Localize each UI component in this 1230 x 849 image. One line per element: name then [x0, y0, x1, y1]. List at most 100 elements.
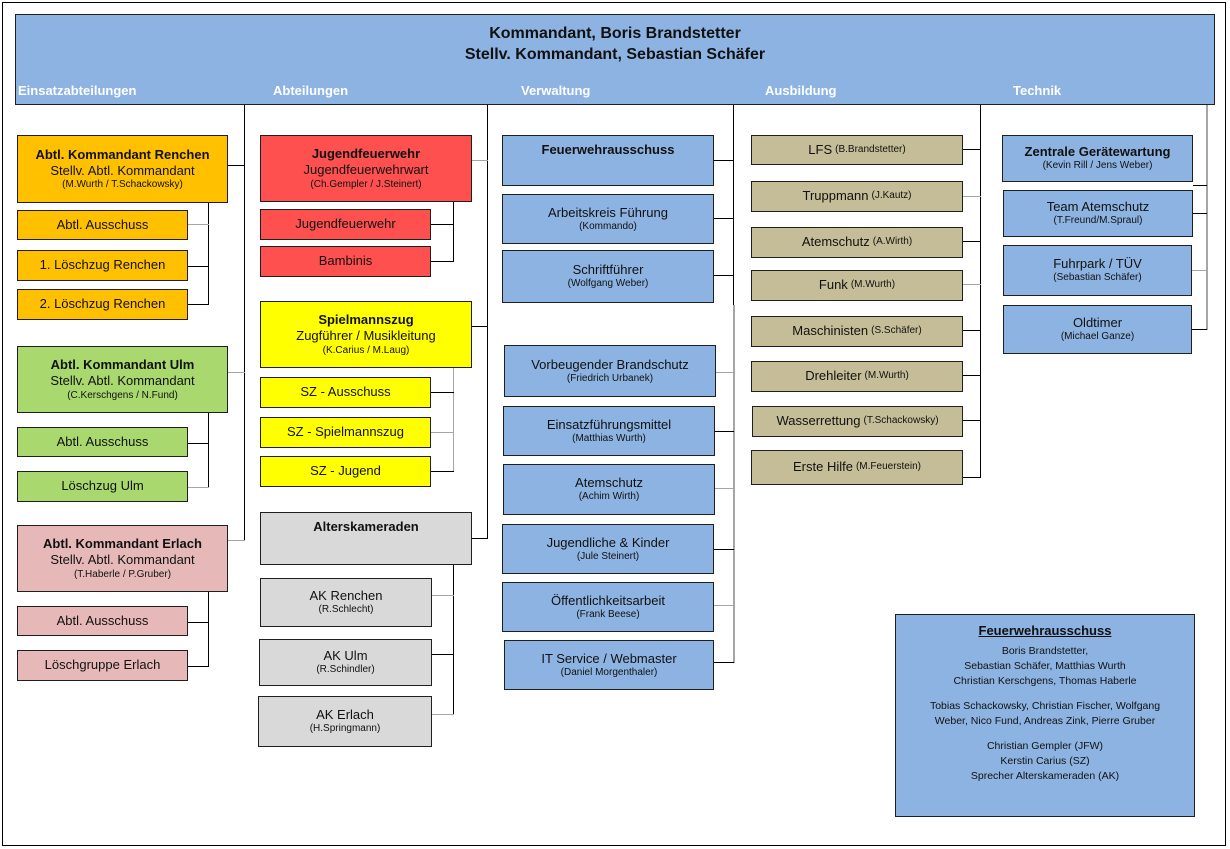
technik-box[interactable]: Fuhrpark / TÜV (Sebastian Schäfer) [1003, 245, 1192, 296]
sz-sub-box[interactable]: SZ - Spielmannszug [260, 417, 431, 448]
ausbildung-person: (M.Wurth) [864, 370, 909, 382]
ak-sub-box[interactable]: AK Erlach (H.Springmann) [258, 696, 432, 747]
ak-sub-box[interactable]: AK Ulm (R.Schindler) [259, 639, 432, 686]
connector-line [453, 368, 454, 472]
connector-line [432, 654, 454, 655]
connector-line [963, 330, 981, 331]
connector-line [1206, 105, 1208, 330]
erlach-commander-box[interactable]: Abtl. Kommandant Erlach Stellv. Abtl. Ko… [17, 525, 228, 592]
renchen-sub-box[interactable]: 2. Löschzug Renchen [17, 289, 188, 320]
verwaltung-person: (Achim Wirth) [578, 491, 640, 503]
connector-line [487, 105, 488, 539]
connector-line [188, 266, 209, 267]
verwaltung-name: Jugendliche & Kinder [546, 534, 670, 550]
verwaltung-box[interactable]: Öffentlichkeitsarbeit (Frank Beese) [502, 582, 714, 632]
legend-line: Tobias Schackowsky, Christian Fischer, W… [929, 700, 1161, 712]
verwaltung-box[interactable]: IT Service / Webmaster (Daniel Morgentha… [504, 640, 714, 690]
ak-head-box[interactable]: Alterskameraden [260, 512, 472, 565]
sz-sub-box[interactable]: SZ - Jugend [260, 456, 431, 487]
ausbildung-box[interactable]: Erste Hilfe(M.Feuerstein) [751, 450, 963, 485]
renchen-sub-box[interactable]: Abtl. Ausschuss [17, 210, 188, 240]
connector-line [188, 487, 209, 488]
connector-line [208, 203, 209, 304]
connector-line [431, 471, 454, 472]
connector-line [453, 202, 454, 262]
connector-line [714, 549, 734, 550]
connector-line [1193, 213, 1207, 214]
verwaltung-box[interactable]: Arbeitskreis Führung (Kommando) [502, 194, 714, 244]
connector-line [432, 714, 454, 715]
technik-person: (Sebastian Schäfer) [1053, 272, 1142, 284]
verwaltung-name: Einsatzführungsmittel [546, 416, 672, 432]
ak-title: Alterskameraden [313, 519, 419, 534]
ulm-sub-box[interactable]: Löschzug Ulm [17, 471, 188, 502]
verwaltung-box-feuerwehrausschuss[interactable]: Feuerwehrausschuss [502, 135, 714, 186]
ak-sub-box[interactable]: AK Renchen (R.Schlecht) [260, 578, 432, 627]
ausbildung-box[interactable]: Truppmann(J.Kautz) [751, 181, 963, 212]
verwaltung-box[interactable]: Vorbeugender Brandschutz (Friedrich Urba… [504, 345, 716, 397]
connector-line [714, 160, 734, 161]
ulm-sub-box[interactable]: Abtl. Ausschuss [17, 427, 188, 457]
legend-line: Christian Kerschgens, Thomas Haberle [953, 675, 1137, 687]
ulm-role: Stellv. Abtl. Kommandant [50, 373, 195, 389]
verwaltung-person: (Wolfgang Weber) [567, 278, 649, 290]
connector-line [208, 413, 209, 488]
connector-line [431, 224, 454, 225]
verwaltung-name: Öffentlichkeitsarbeit [551, 592, 665, 608]
ausbildung-box[interactable]: Maschinisten(S.Schäfer) [751, 316, 963, 347]
renchen-sub-box[interactable]: 1. Löschzug Renchen [17, 250, 188, 281]
legend-line: Weber, Nico Fund, Andreas Zink, Pierre G… [934, 715, 1156, 727]
technik-name: Team Atemschutz [1046, 199, 1150, 215]
sz-role: Zugführer / Musikleitung [296, 328, 436, 344]
jfw-role: Jugendfeuerwehrwart [303, 162, 429, 178]
connector-line [714, 275, 734, 276]
connector-line [188, 304, 209, 305]
ausbildung-name: Atemschutz [801, 234, 870, 250]
column-ausbildung: Ausbildung [765, 83, 837, 98]
connector-line [472, 326, 488, 327]
ausbildung-box[interactable]: Funk(M.Wurth) [751, 270, 963, 301]
technik-name: Zentrale Gerätewartung [1024, 144, 1171, 160]
technik-box[interactable]: Zentrale Gerätewartung (Kevin Rill / Jen… [1002, 135, 1193, 182]
ak-sub-person: (R.Schindler) [316, 664, 375, 676]
sz-sub-box[interactable]: SZ - Ausschuss [260, 377, 431, 408]
column-abteilungen: Abteilungen [273, 83, 349, 98]
technik-box[interactable]: Team Atemschutz (T.Freund/M.Spraul) [1003, 190, 1193, 237]
connector-line [472, 160, 488, 161]
jfw-sub-box[interactable]: Bambinis [260, 246, 431, 277]
legend-line: Kerstin Carius (SZ) [1000, 755, 1090, 767]
verwaltung-box[interactable]: Atemschutz (Achim Wirth) [503, 464, 715, 515]
erlach-role: Stellv. Abtl. Kommandant [50, 552, 195, 568]
sz-names: (K.Carius / M.Laug) [322, 344, 410, 356]
sz-head-box[interactable]: Spielmannszug Zugführer / Musikleitung (… [260, 301, 472, 368]
verwaltung-person: (Frank Beese) [576, 608, 640, 620]
connector-line [1193, 185, 1207, 186]
verwaltung-box[interactable]: Jugendliche & Kinder (Jule Steinert) [502, 524, 714, 574]
ausbildung-box[interactable]: Wasserrettung(T.Schackowsky) [752, 406, 963, 437]
erlach-sub-box[interactable]: Abtl. Ausschuss [17, 606, 188, 636]
connector-line [208, 592, 209, 667]
technik-person: (Kevin Rill / Jens Weber) [1042, 160, 1153, 172]
erlach-sub-box[interactable]: Löschgruppe Erlach [17, 650, 188, 681]
ausbildung-box[interactable]: Drehleiter(M.Wurth) [751, 361, 963, 392]
renchen-commander-box[interactable]: Abtl. Kommandant Renchen Stellv. Abtl. K… [17, 135, 228, 203]
ausbildung-box[interactable]: LFS(B.Brandstetter) [751, 135, 963, 165]
technik-person: (Michael Ganze) [1060, 331, 1135, 343]
erlach-names: (T.Haberle / P.Gruber) [73, 568, 172, 580]
technik-box[interactable]: Oldtimer (Michael Ganze) [1003, 305, 1192, 354]
ausbildung-name: Erste Hilfe [793, 459, 853, 475]
jfw-sub-box[interactable]: Jugendfeuerwehr [260, 209, 431, 240]
verwaltung-person: (Kommando) [579, 220, 637, 232]
verwaltung-box[interactable]: Einsatzführungsmittel (Matthias Wurth) [503, 406, 715, 456]
ulm-commander-box[interactable]: Abtl. Kommandant Ulm Stellv. Abtl. Komma… [17, 346, 228, 413]
ak-sub-name: AK Renchen [309, 588, 383, 604]
connector-line [453, 565, 454, 715]
ak-sub-name: AK Ulm [323, 648, 368, 664]
connector-line [980, 105, 981, 478]
verwaltung-box[interactable]: Schriftführer (Wolfgang Weber) [502, 250, 714, 303]
ausbildung-box[interactable]: Atemschutz(A.Wirth) [751, 227, 963, 258]
jfw-head-box[interactable]: Jugendfeuerwehr Jugendfeuerwehrwart (Ch.… [260, 135, 472, 202]
connector-line [963, 284, 981, 285]
ak-sub-person: (H.Springmann) [309, 723, 381, 735]
connector-line [472, 538, 488, 539]
